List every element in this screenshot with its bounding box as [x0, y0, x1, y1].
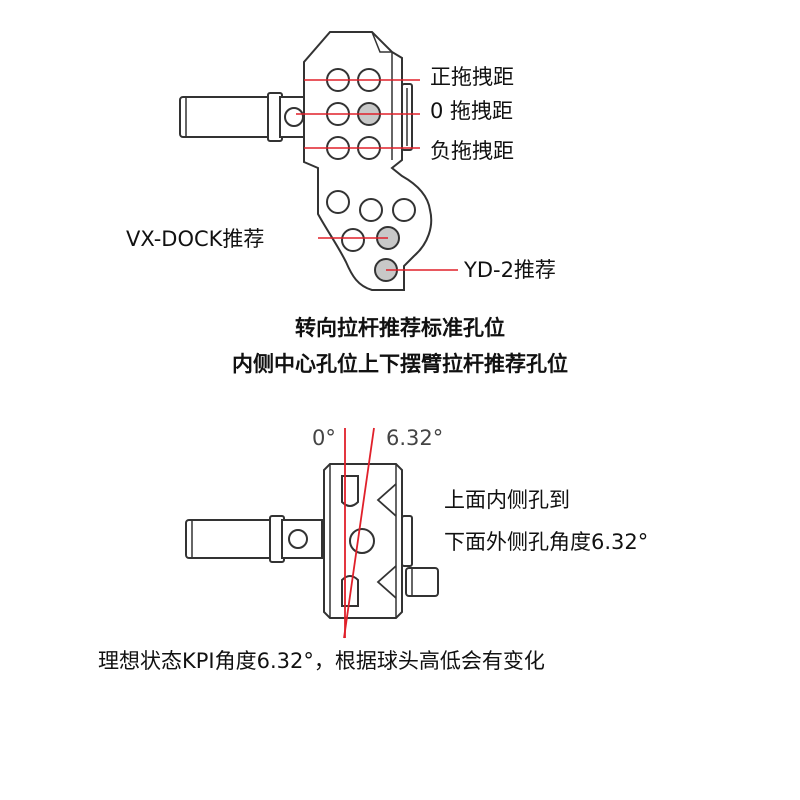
bottom-axle-shaft	[185, 519, 273, 559]
angle-value-label: 6.32°	[386, 426, 444, 450]
label-vx-dock: VX-DOCK推荐	[126, 227, 265, 251]
bottom-angle-lines	[343, 427, 375, 639]
bottom-link-hole	[288, 529, 308, 549]
top-link-hole	[284, 107, 304, 127]
bottom-center-hole	[349, 528, 375, 554]
label-zero-scrub: 0 拖拽距	[430, 99, 514, 123]
top-axle-shaft	[179, 96, 271, 138]
bottom-caption: 理想状态KPI角度6.32°，根据球头高低会有变化	[98, 649, 545, 673]
label-negative-scrub: 负拖拽距	[430, 139, 514, 163]
angle-note-line1: 上面内侧孔到	[444, 488, 570, 512]
top-caption-line1: 转向拉杆推荐标准孔位	[295, 316, 505, 340]
bottom-ball-stud	[405, 567, 439, 597]
angle-note-line2: 下面外侧孔角度6.32°	[444, 530, 649, 554]
angle-zero-label: 0°	[312, 426, 336, 450]
top-knuckle	[179, 31, 433, 291]
top-caption-line2: 内侧中心孔位上下摆臂拉杆推荐孔位	[232, 352, 568, 376]
bottom-knuckle	[185, 463, 439, 619]
label-yd2: YD-2推荐	[464, 258, 556, 282]
label-positive-scrub: 正拖拽距	[430, 65, 514, 89]
kpi-angle-line	[343, 427, 375, 639]
top-guide-lines	[296, 79, 458, 271]
